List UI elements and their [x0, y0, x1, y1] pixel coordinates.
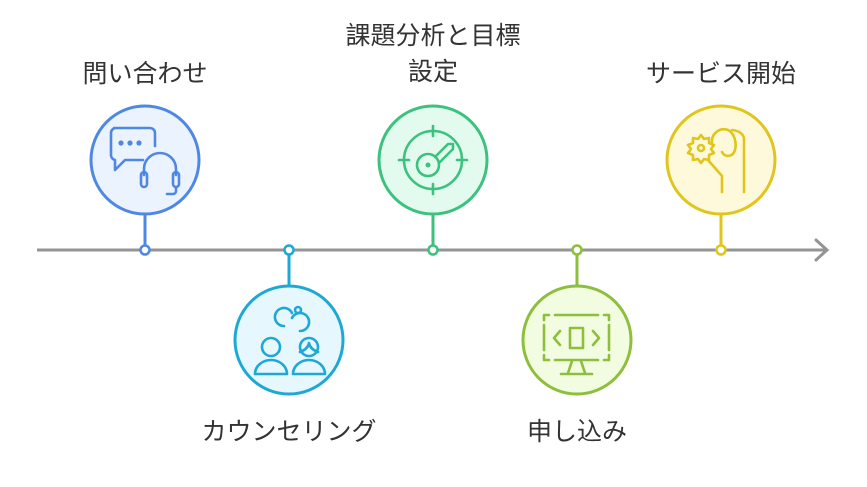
step-circle — [89, 104, 201, 216]
hand-gear-icon — [686, 128, 746, 194]
step-label-line2: 設定 — [408, 57, 458, 86]
counseling-people-icon — [253, 305, 327, 376]
step-circle — [377, 104, 489, 216]
target-key-icon — [397, 124, 469, 196]
monitor-code-icon — [542, 313, 611, 376]
step-counseling: カウンセリング — [201, 244, 377, 446]
step-inquiry: 問い合わせ — [82, 59, 208, 256]
timeline-dot — [571, 244, 583, 256]
arrow-head-icon — [814, 238, 830, 262]
step-circle — [233, 284, 345, 396]
step-application: 申し込み — [521, 244, 633, 446]
step-service-start: サービス開始 — [646, 59, 796, 256]
step-circle — [521, 284, 633, 396]
step-label: サービス開始 — [646, 59, 796, 88]
timeline-dot — [715, 244, 727, 256]
step-label: 問い合わせ — [82, 59, 207, 88]
step-label: 申し込み — [527, 417, 627, 446]
step-label-line1: 課題分析と目標 — [345, 21, 520, 50]
step-analysis-goal: 課題分析と目標 設定 — [345, 21, 521, 256]
chat-headset-icon — [109, 126, 181, 196]
step-label: カウンセリング — [201, 417, 376, 446]
timeline-dot — [283, 244, 295, 256]
timeline-dot — [139, 244, 151, 256]
timeline-dot — [427, 244, 439, 256]
step-circle — [665, 104, 777, 216]
